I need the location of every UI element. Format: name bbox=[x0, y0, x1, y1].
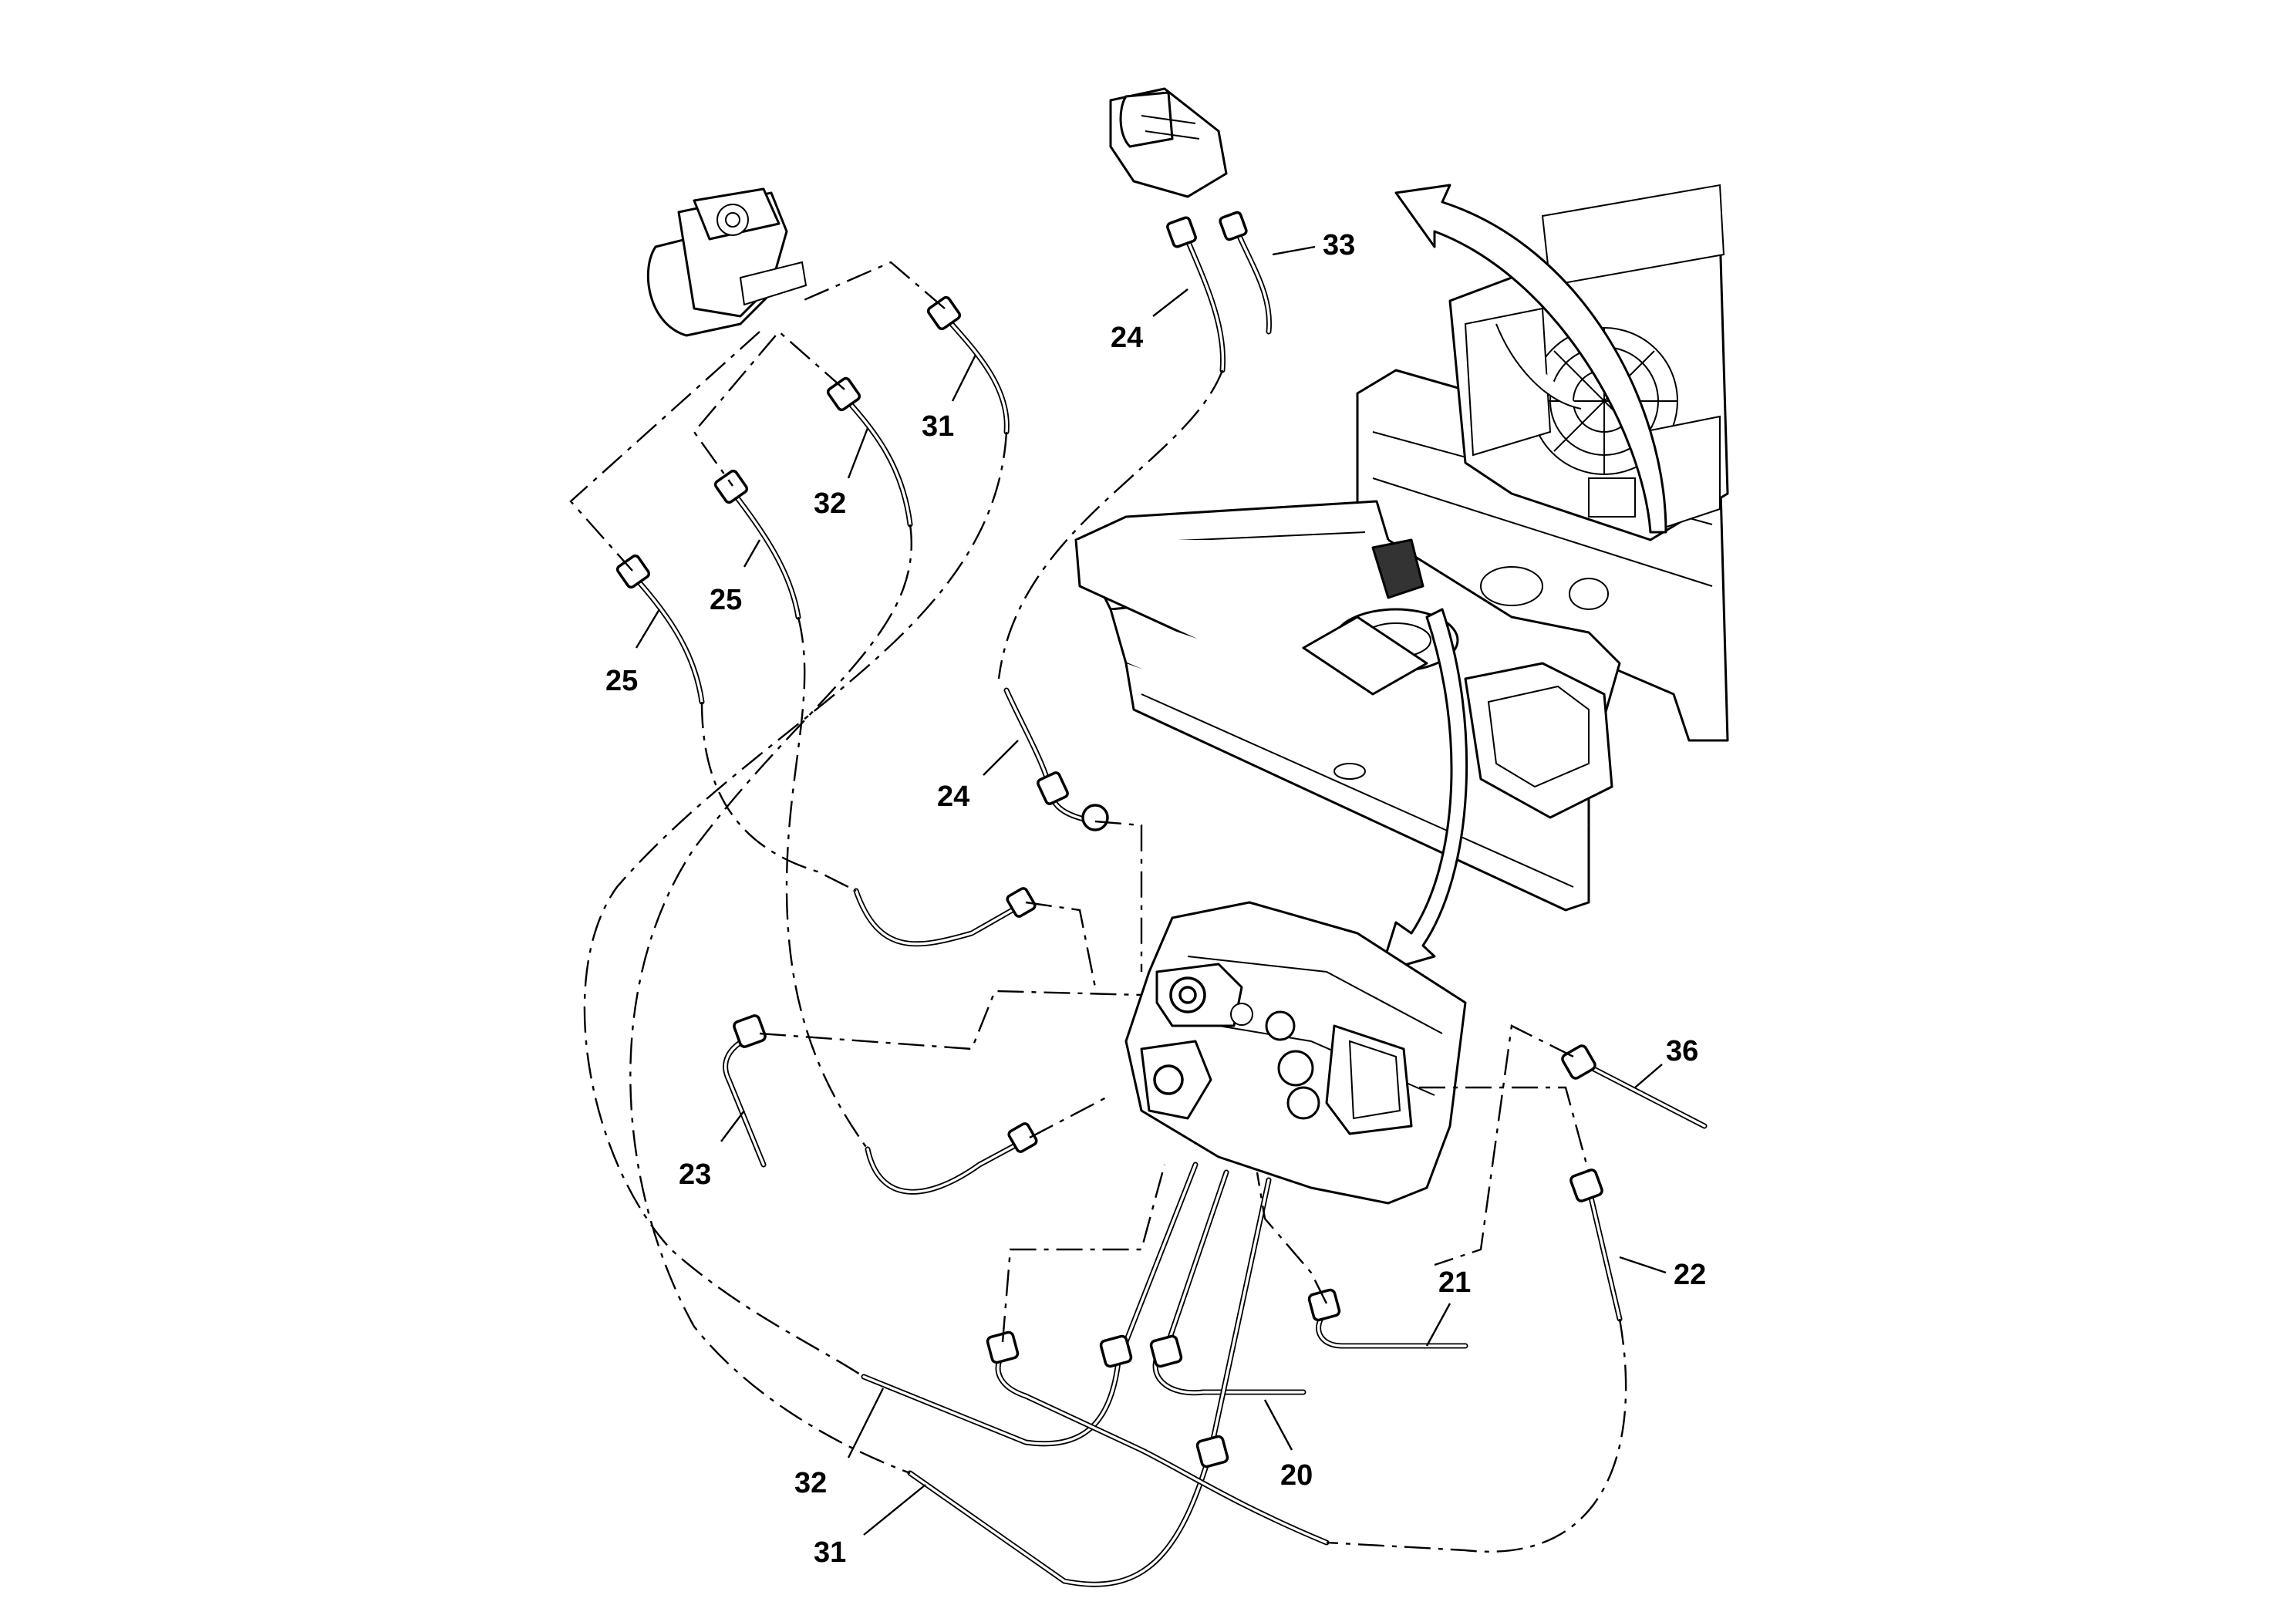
label-25-mid: 25 bbox=[710, 584, 742, 616]
control-valve-block bbox=[1124, 901, 1467, 1205]
label-24-top: 24 bbox=[1111, 322, 1143, 354]
label-25-left: 25 bbox=[605, 665, 638, 697]
label-36: 36 bbox=[1666, 1035, 1698, 1067]
hoses bbox=[629, 221, 1708, 1587]
label-33: 33 bbox=[1323, 229, 1355, 261]
label-23: 23 bbox=[679, 1158, 711, 1191]
label-31-top: 31 bbox=[922, 410, 954, 443]
arrow-up-icon bbox=[1394, 184, 1667, 534]
label-32-bottom: 32 bbox=[794, 1467, 827, 1499]
label-21: 21 bbox=[1438, 1266, 1471, 1299]
machine-frame bbox=[1074, 184, 1729, 912]
label-24-mid: 24 bbox=[937, 781, 969, 813]
label-31-bottom: 31 bbox=[814, 1536, 846, 1569]
label-32-top: 32 bbox=[814, 487, 846, 520]
part-labels: 33 24 31 32 25 25 24 23 36 21 22 20 32 3… bbox=[605, 229, 1706, 1569]
label-20: 20 bbox=[1280, 1459, 1313, 1492]
fittings bbox=[615, 211, 1603, 1469]
direction-arrows bbox=[1379, 184, 1667, 973]
label-22: 22 bbox=[1674, 1259, 1706, 1291]
connection-lines bbox=[569, 261, 1627, 1553]
top-left-motor bbox=[646, 187, 807, 337]
arrow-down-icon bbox=[1379, 608, 1468, 973]
top-center-motor bbox=[1109, 87, 1228, 198]
